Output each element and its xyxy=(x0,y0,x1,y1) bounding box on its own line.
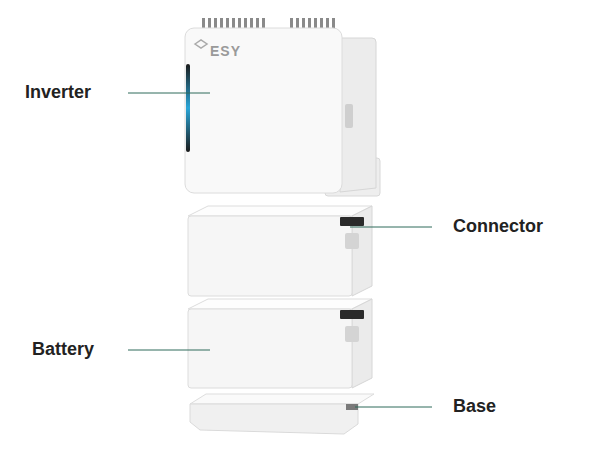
battery-drawing xyxy=(188,299,372,388)
inverter-drawing xyxy=(185,18,380,196)
battery-drawing xyxy=(188,206,372,296)
part-label: Inverter xyxy=(25,82,91,103)
base-drawing xyxy=(190,394,374,434)
part-label: Base xyxy=(453,396,496,417)
part-label: Battery xyxy=(32,339,94,360)
leader-line xyxy=(128,93,432,407)
part-label: Connector xyxy=(453,216,543,237)
brand-logo: ESY xyxy=(210,43,241,59)
